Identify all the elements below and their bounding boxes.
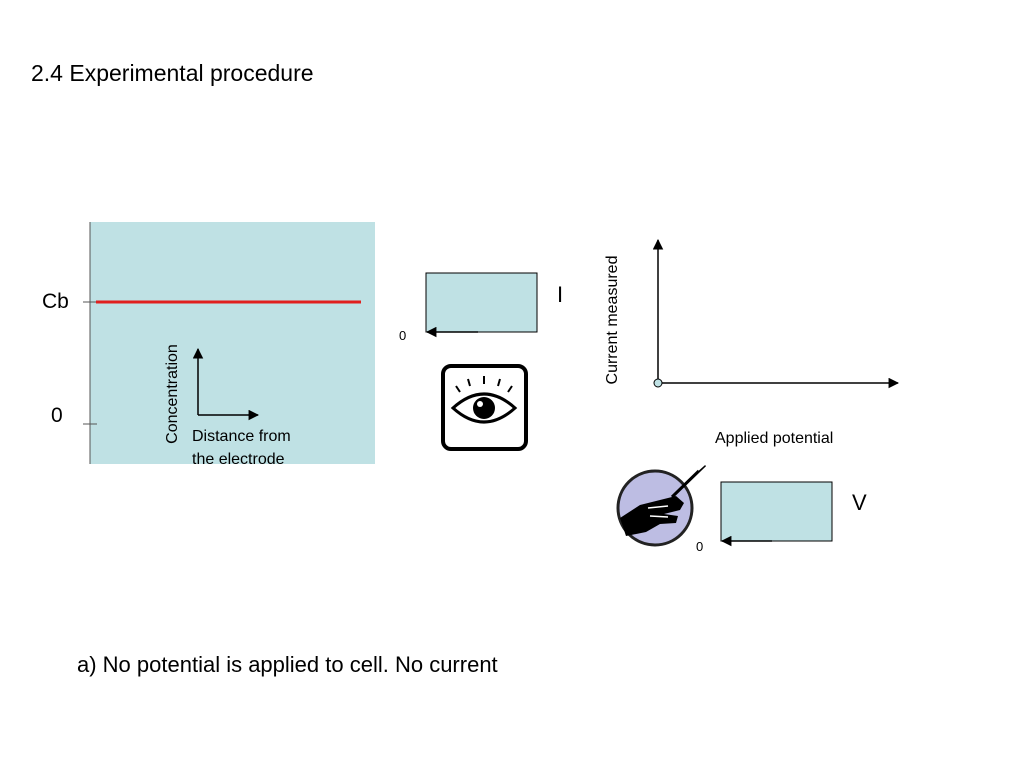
voltage-symbol: V [852, 490, 867, 515]
distance-axis-label: Distance from the electrode [192, 425, 332, 471]
voltage-display [720, 481, 833, 542]
concentration-axis-label: Concentration [164, 344, 181, 444]
current-axis-label: Current measured [604, 255, 621, 385]
page-title: 2.4 Experimental procedure [31, 60, 314, 86]
voltage-meter-zero: 0 [696, 539, 704, 554]
step-caption: a) No potential is applied to cell. No c… [77, 652, 498, 677]
current-meter-display [425, 272, 538, 333]
eye-icon [441, 364, 528, 451]
distance-label-line2: the electrode [192, 451, 285, 468]
current-meter-zero: 0 [399, 328, 407, 343]
current-symbol: I [557, 282, 564, 307]
hand-adjusting-knob-icon [616, 461, 708, 547]
potential-axis-label: Applied potential [715, 430, 834, 447]
distance-label-line1: Distance from [192, 428, 291, 445]
cb-label: Cb [42, 290, 69, 313]
iv-origin-point [653, 378, 663, 388]
zero-label: 0 [51, 404, 63, 427]
concentration-panel [90, 222, 375, 464]
